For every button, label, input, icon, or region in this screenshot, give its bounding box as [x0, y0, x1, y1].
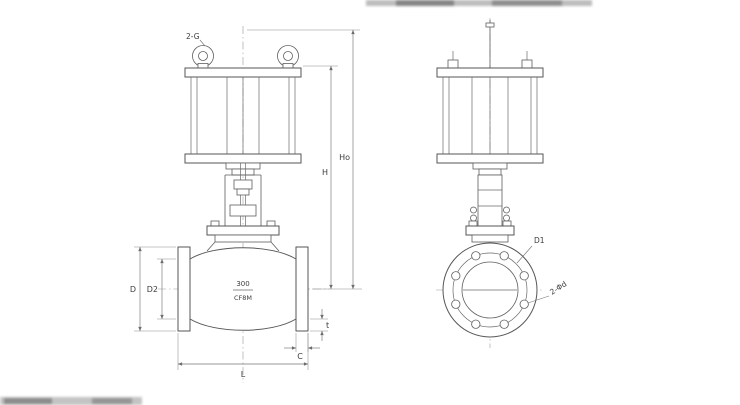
- bolt-circle-side-label: D1: [534, 236, 545, 245]
- length-label: L: [241, 370, 246, 379]
- bolt-holes-label: 2-Φd: [548, 279, 568, 297]
- actuator-front: [184, 67, 302, 176]
- bonnet-stud-left: [210, 220, 220, 227]
- eye-bolt-hole-left: [198, 51, 208, 61]
- gland-bolt: [503, 214, 510, 222]
- eyebolt-leader-line: [199, 39, 206, 47]
- actuator-mount-flange: [472, 162, 508, 170]
- actuator-top-plate: [436, 67, 544, 78]
- actuator-mount-neck: [231, 168, 255, 176]
- packing-gland: [229, 204, 257, 217]
- watermark-top: [366, 0, 592, 6]
- bolt-hole: [471, 251, 481, 261]
- bonnet-neck: [471, 234, 509, 243]
- end-flange-face: [442, 242, 538, 338]
- actuator-side: [436, 51, 544, 176]
- body-size-marking: 300: [236, 280, 249, 288]
- bolt-hole: [471, 319, 481, 329]
- gland-follower: [236, 188, 250, 196]
- pipe-flange-left: [177, 246, 191, 332]
- bonnet-stud-left: [468, 220, 478, 227]
- yoke-column: [477, 174, 503, 227]
- bolt-hole: [451, 299, 461, 309]
- bonnet-flange: [206, 225, 280, 236]
- body-neck-left: [206, 241, 216, 252]
- gland-bolt: [470, 206, 477, 214]
- dimension-H: H: [303, 65, 362, 290]
- actuator-bottom-plate: [436, 153, 544, 164]
- side-view: D1 2-Φd: [436, 18, 569, 348]
- bolt-hole: [451, 271, 461, 281]
- actuator-mount-neck: [478, 168, 502, 176]
- stem-coupling: [233, 179, 253, 190]
- dimension-C: C: [284, 333, 320, 361]
- bonnet-flange: [465, 225, 515, 236]
- yoke-side: [465, 174, 515, 243]
- stem-cap: [485, 22, 495, 28]
- bonnet-neck: [214, 234, 272, 243]
- eye-bolt-hole-right: [283, 51, 293, 61]
- actuator-top-plate: [184, 67, 302, 78]
- height-h-label: H: [322, 168, 328, 177]
- bolt-circle: [452, 252, 528, 328]
- gland-bolt: [470, 214, 477, 222]
- eye-bolt-stud-left: [447, 59, 459, 69]
- dimension-Ho: Ho: [247, 29, 360, 289]
- height-ho-label: Ho: [339, 153, 350, 162]
- gland-bolt: [503, 206, 510, 214]
- eye-bolts: [192, 45, 299, 69]
- front-view: 2-G: [130, 26, 362, 383]
- watermark-bottom: [0, 397, 142, 405]
- leader-D1: D1: [516, 236, 545, 264]
- body-material-marking: CF8M: [234, 294, 252, 302]
- bonnet-stud-right: [266, 220, 276, 227]
- dimension-D: D: [130, 246, 176, 332]
- raised-face-label: t: [326, 321, 329, 330]
- bolt-hole: [499, 251, 509, 261]
- body-outline: [189, 247, 297, 331]
- flange-od-label: D: [130, 285, 136, 294]
- dimension-D2: D2: [147, 258, 176, 320]
- valve-body: 300 CF8M: [177, 241, 309, 332]
- bonnet-stud-right: [502, 220, 512, 227]
- flange-thickness-label: C: [297, 352, 303, 361]
- bolt-circle-front-label: D2: [147, 285, 158, 294]
- actuator-mount-flange: [225, 162, 261, 170]
- bolt-hole: [499, 319, 509, 329]
- pipe-flange-right: [295, 246, 309, 332]
- eyebolt-thread-label: 2-G: [186, 32, 200, 41]
- actuator-bottom-plate: [184, 153, 302, 164]
- eye-bolt-stud-right: [521, 59, 533, 69]
- bolt-hole: [519, 271, 529, 281]
- dimension-t: t: [310, 309, 329, 341]
- bolt-hole: [519, 299, 529, 309]
- body-neck-right: [270, 241, 280, 252]
- yoke-front: [206, 163, 280, 243]
